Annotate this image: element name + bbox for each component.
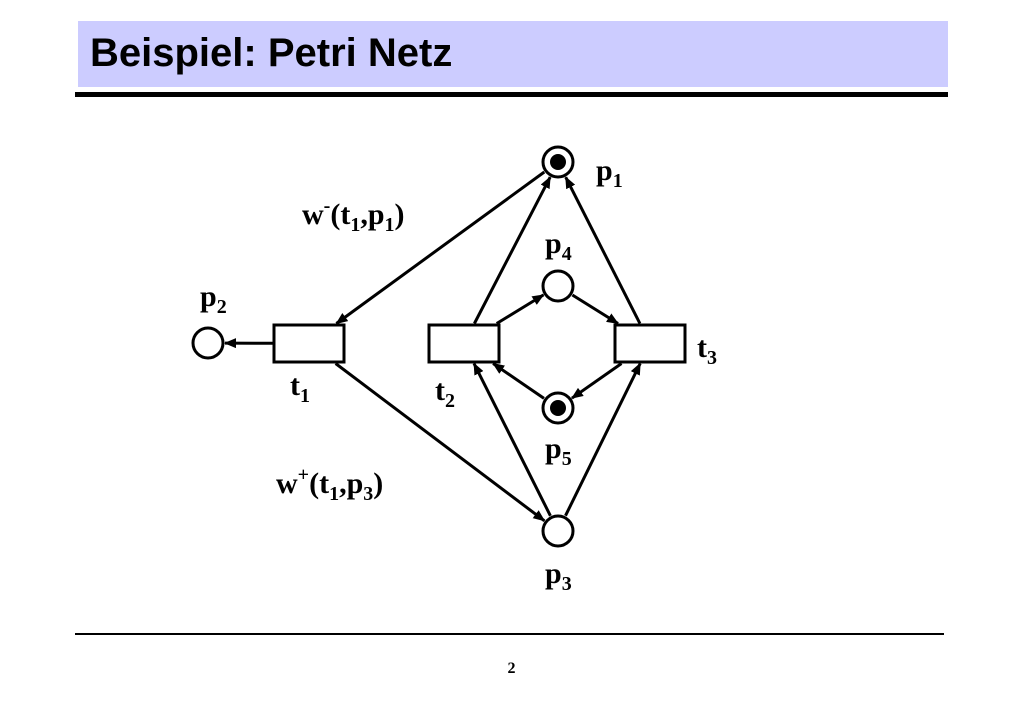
token-p1	[550, 154, 566, 170]
title-bar: Beispiel: Petri Netz	[78, 21, 948, 87]
page-title: Beispiel: Petri Netz	[90, 31, 453, 75]
place-p4	[541, 269, 575, 303]
label-p4: p4	[545, 227, 572, 265]
annotation-w-plus-t1-p3: w+(t1,p3)	[276, 464, 383, 505]
footer-divider	[75, 633, 944, 635]
label-p5: p5	[545, 432, 572, 470]
label-p1: p1	[596, 154, 623, 192]
arc-t2-to-p4	[495, 293, 545, 325]
place-p2	[191, 326, 225, 360]
arc-p5-to-t2	[492, 362, 545, 400]
title-divider	[75, 92, 948, 97]
place-p3	[541, 514, 575, 548]
arc-p3-to-t2	[472, 362, 552, 517]
arc-t3-to-p1	[564, 176, 642, 325]
arc-t3-to-p5	[571, 362, 623, 400]
label-p2: p2	[200, 280, 227, 318]
transition-t3	[613, 323, 687, 364]
label-t1: t1	[290, 369, 310, 407]
label-t3: t3	[697, 331, 717, 369]
arc-t1-to-p3	[334, 362, 546, 522]
transition-t1	[272, 323, 346, 364]
transition-t2	[427, 323, 501, 364]
arc-p3-to-t3	[564, 362, 642, 517]
arc-t2-to-p1	[473, 176, 552, 325]
label-t2: t2	[435, 374, 455, 412]
label-p3: p3	[545, 557, 572, 595]
arc-p4-to-t3	[571, 293, 619, 325]
page-number: 2	[507, 660, 516, 677]
token-p5	[550, 400, 566, 416]
arc-p1-to-t1	[335, 170, 546, 325]
annotation-w-minus-t1-p1: w-(t1,p1)	[302, 195, 405, 236]
arcs	[224, 170, 642, 522]
